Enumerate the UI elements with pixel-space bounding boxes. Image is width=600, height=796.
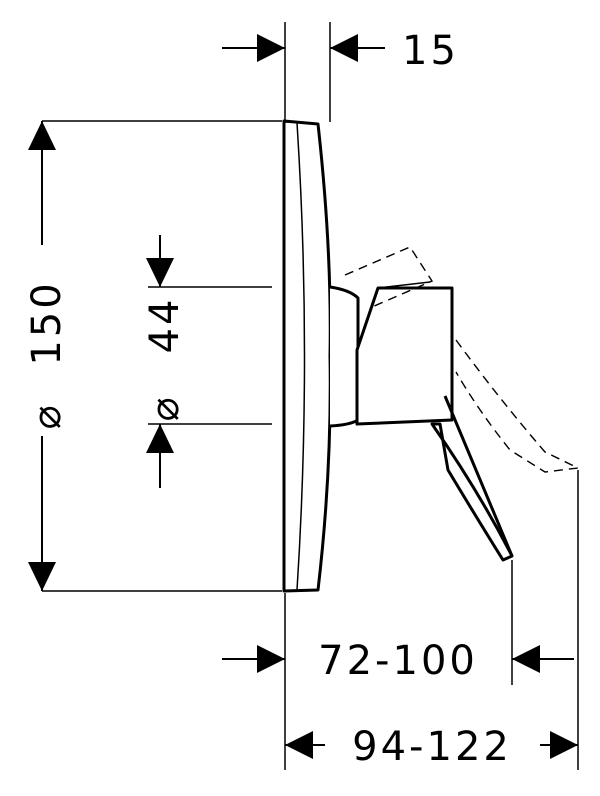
- dimension-150: ⌀ 150: [24, 121, 70, 591]
- dimension-72-100: 72-100: [222, 638, 574, 684]
- dimension-15: 15: [222, 28, 459, 74]
- mixer-hub: [330, 287, 358, 426]
- diameter-symbol-150: ⌀: [24, 402, 70, 429]
- dimension-44-label: ⌀ 44: [142, 297, 188, 422]
- dimension-72-100-label: 72-100: [318, 638, 478, 684]
- dimension-94-122: 94-122: [285, 724, 578, 770]
- dimension-44: ⌀ 44: [142, 235, 188, 488]
- dimension-94-122-label: 94-122: [352, 724, 512, 770]
- dimension-44-value: 44: [142, 297, 188, 354]
- dimension-150-label: ⌀ 150: [24, 280, 70, 429]
- dimension-15-label: 15: [402, 28, 459, 74]
- cover-plate: [284, 121, 330, 591]
- dimension-150-value: 150: [24, 280, 70, 365]
- diameter-symbol-44: ⌀: [142, 394, 188, 421]
